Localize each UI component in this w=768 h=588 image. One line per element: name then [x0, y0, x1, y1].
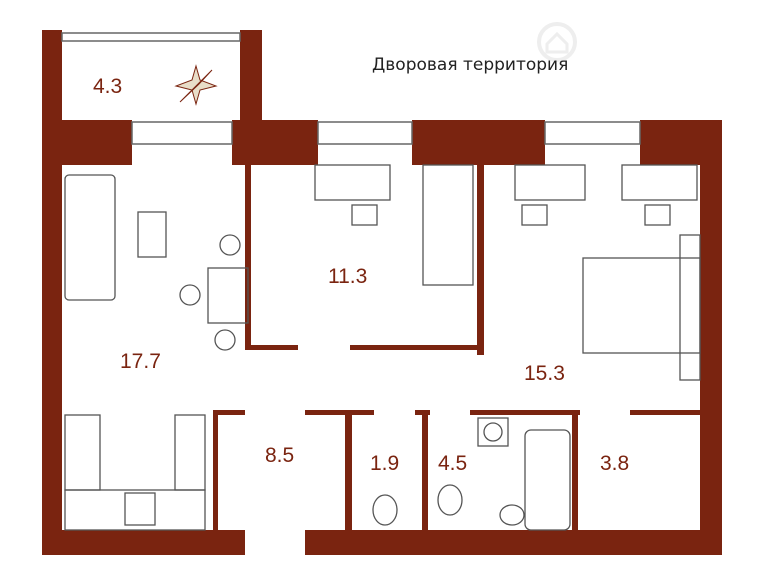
room-area-bedroom-small: 11.3 [328, 265, 368, 288]
yard-label: Дворовая территория [372, 55, 569, 75]
watermark-logo [537, 18, 625, 67]
room-area-living-kitchen: 17.7 [120, 350, 161, 373]
room-area-hallway: 8.5 [265, 444, 295, 467]
room-area-bedroom-large: 15.3 [524, 362, 565, 385]
room-area-wardrobe: 3.8 [600, 452, 630, 475]
compass-icon [174, 64, 218, 106]
room-area-bathroom: 4.5 [438, 452, 468, 475]
room-area-toilet: 1.9 [370, 452, 400, 475]
walls [42, 30, 722, 555]
windows [61, 32, 641, 145]
house-logo-icon [537, 22, 577, 62]
furniture [64, 164, 701, 531]
room-area-balcony: 4.3 [93, 75, 123, 98]
